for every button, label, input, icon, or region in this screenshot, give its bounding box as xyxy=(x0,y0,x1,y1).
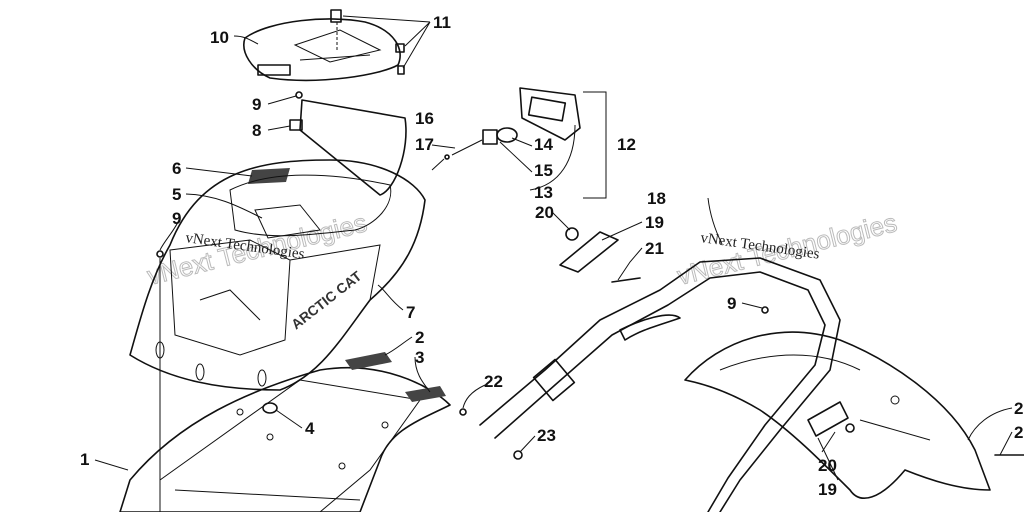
callout-22: 22 xyxy=(484,372,503,391)
part-18-rear-bumper xyxy=(479,257,841,512)
callout-8: 8 xyxy=(252,121,261,140)
part-2-3-pads xyxy=(345,352,446,402)
callout-21: 21 xyxy=(645,239,664,258)
part-8-mount-plate xyxy=(289,99,407,196)
callout-2-right-lower: 2 xyxy=(1014,423,1023,442)
part-12-taillight-assembly xyxy=(444,87,607,199)
callout-2-mid: 2 xyxy=(415,328,424,347)
callout-10: 10 xyxy=(210,28,229,47)
part-10-storage-lid xyxy=(243,18,401,82)
part-21-bolt xyxy=(611,277,641,283)
callout-20-lower: 20 xyxy=(818,456,837,475)
callout-23: 23 xyxy=(537,426,556,445)
callout-13: 13 xyxy=(534,183,553,202)
part-4-grommet xyxy=(262,402,278,414)
callout-19-upper: 19 xyxy=(645,213,664,232)
callout-2-right-upper: 2 xyxy=(1014,399,1023,418)
callout-11: 11 xyxy=(433,13,451,32)
callout-1: 1 xyxy=(80,450,89,469)
callout-17: 17 xyxy=(415,135,434,154)
part-20-screw-upper xyxy=(565,227,579,241)
callout-4: 4 xyxy=(305,419,315,438)
callout-6: 6 xyxy=(172,159,181,178)
part-19-bracket-upper xyxy=(559,231,619,273)
leader-lines xyxy=(94,15,1013,481)
part-1-rear-deck xyxy=(119,366,451,512)
part-9-screw-left xyxy=(156,250,164,512)
callout-3: 3 xyxy=(415,348,424,367)
part-11-fasteners xyxy=(330,9,405,75)
callout-16: 16 xyxy=(415,109,434,128)
callout-9-left: 9 xyxy=(172,209,181,228)
rear-flap xyxy=(684,331,1024,499)
callout-9-top: 9 xyxy=(252,95,261,114)
callout-12: 12 xyxy=(617,135,636,154)
callout-9-right: 9 xyxy=(727,294,736,313)
callout-20-upper: 20 xyxy=(535,203,554,222)
callout-7: 7 xyxy=(406,303,415,322)
part-23-nut xyxy=(513,450,523,460)
callout-5: 5 xyxy=(172,185,181,204)
part-22-bolt xyxy=(459,408,467,416)
part-9-screw-right xyxy=(761,306,769,314)
callout-19-lower: 19 xyxy=(818,480,837,499)
callout-18: 18 xyxy=(647,189,666,208)
callout-15: 15 xyxy=(534,161,553,180)
part-9-screw-top xyxy=(295,91,303,99)
callout-14: 14 xyxy=(534,135,553,154)
watermark-right: vNext Technologies vNext Technologies xyxy=(674,207,901,292)
callout-labels: 10 11 9 8 6 5 9 16 17 14 15 13 12 18 20 … xyxy=(80,13,1023,499)
